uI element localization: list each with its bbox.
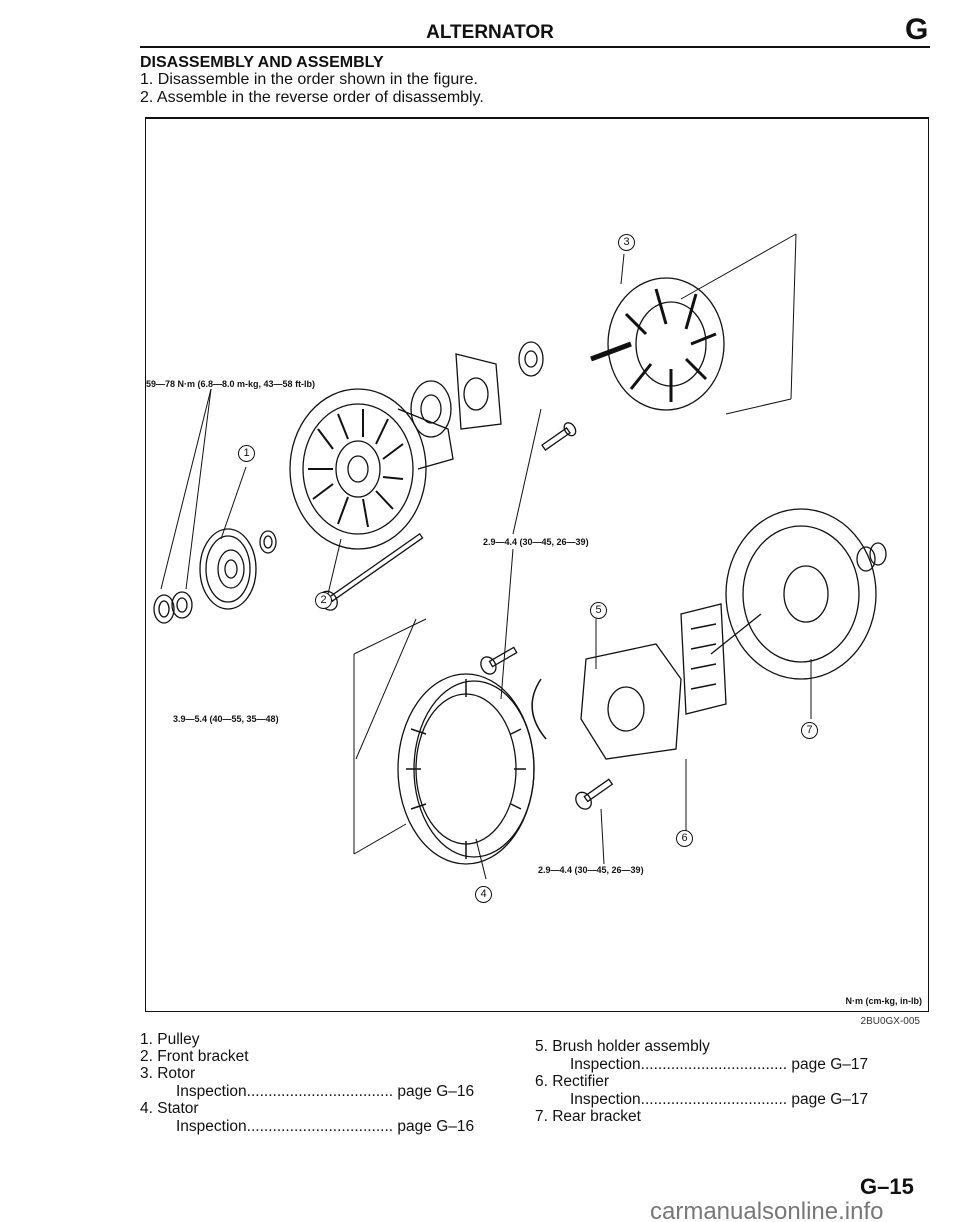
- callout-1: 1: [238, 445, 255, 462]
- part-item: 2. Front bracket: [140, 1048, 249, 1065]
- leader-dots: ..................................: [246, 1118, 394, 1135]
- part-item: 6. Rectifier: [535, 1073, 610, 1090]
- callout-2: 2: [315, 592, 332, 609]
- through-bolt: [319, 532, 424, 611]
- rear-bracket: [710, 508, 877, 680]
- rectifier: [680, 603, 727, 715]
- instruction-step: 2. Assemble in the reverse order of disa…: [140, 89, 484, 106]
- callout-4: 4: [475, 886, 492, 903]
- spacer: [259, 530, 277, 554]
- nut-washer: [153, 591, 193, 624]
- torque-spec: 3.9—5.4 (40—55, 35—48): [173, 714, 279, 724]
- inspection-label: Inspection: [570, 1056, 641, 1073]
- torque-spec: 59—78 N·m (6.8—8.0 m-kg, 43—58 ft-lb): [146, 379, 316, 389]
- part-item: 4. Stator: [140, 1100, 199, 1117]
- torque-spec: 2.9—4.4 (30—45, 26—39): [538, 865, 644, 875]
- part-item: 7. Rear bracket: [535, 1108, 641, 1125]
- callout-6: 6: [676, 830, 693, 847]
- part-item: 5. Brush holder assembly: [535, 1038, 710, 1055]
- part-item: 1. Pulley: [140, 1031, 200, 1048]
- part-inspection-ref: Inspection..............................…: [570, 1091, 868, 1108]
- alternator-exploded-diagram: [153, 233, 887, 880]
- callout-3: 3: [618, 234, 635, 251]
- page-ref: page G–17: [791, 1056, 869, 1073]
- front-bracket: [289, 388, 454, 550]
- torque-spec: 2.9—4.4 (30—45, 26—39): [483, 537, 589, 547]
- watermark: carmanualsonline.info: [650, 1198, 884, 1222]
- inspection-label: Inspection: [176, 1118, 247, 1135]
- retainer-plate: [455, 353, 502, 430]
- screw: [575, 778, 614, 810]
- rear-bearing: [518, 341, 544, 377]
- rear-nut: [856, 542, 887, 572]
- page-ref: page G–17: [791, 1091, 869, 1108]
- page-ref: page G–16: [397, 1083, 475, 1100]
- header-rule: [140, 46, 930, 48]
- part-inspection-ref: Inspection..............................…: [176, 1118, 474, 1135]
- instruction-step: 1. Disassemble in the order shown in the…: [140, 71, 478, 88]
- page-number: G–15: [860, 1174, 914, 1199]
- figure-id: 2BU0GX-005: [860, 1016, 920, 1027]
- leader-lines: [160, 233, 812, 880]
- leader-dots: ..................................: [640, 1056, 788, 1073]
- screw: [480, 646, 518, 675]
- pulley: [199, 528, 257, 610]
- section-heading: DISASSEMBLY AND ASSEMBLY: [140, 54, 384, 71]
- part-inspection-ref: Inspection..............................…: [176, 1083, 474, 1100]
- stator: [397, 673, 535, 865]
- torque-units: N·m (cm-kg, in-lb): [845, 996, 923, 1006]
- rotor: [590, 277, 725, 411]
- brush-holder: [531, 643, 682, 760]
- leader-dots: ..................................: [640, 1091, 788, 1108]
- exploded-view-figure: 59—78 N·m (6.8—8.0 m-kg, 43—58 ft-lb) 2.…: [145, 117, 929, 1012]
- page-title: ALTERNATOR: [426, 22, 554, 43]
- inspection-label: Inspection: [570, 1091, 641, 1108]
- part-item: 3. Rotor: [140, 1065, 196, 1082]
- leader-dots: ..................................: [246, 1083, 394, 1100]
- bearing: [410, 380, 452, 438]
- screw: [541, 422, 577, 451]
- section-letter: G: [905, 13, 929, 46]
- part-inspection-ref: Inspection..............................…: [570, 1056, 868, 1073]
- callout-7: 7: [801, 722, 818, 739]
- inspection-label: Inspection: [176, 1083, 247, 1100]
- page-ref: page G–16: [397, 1118, 475, 1135]
- callout-5: 5: [590, 602, 607, 619]
